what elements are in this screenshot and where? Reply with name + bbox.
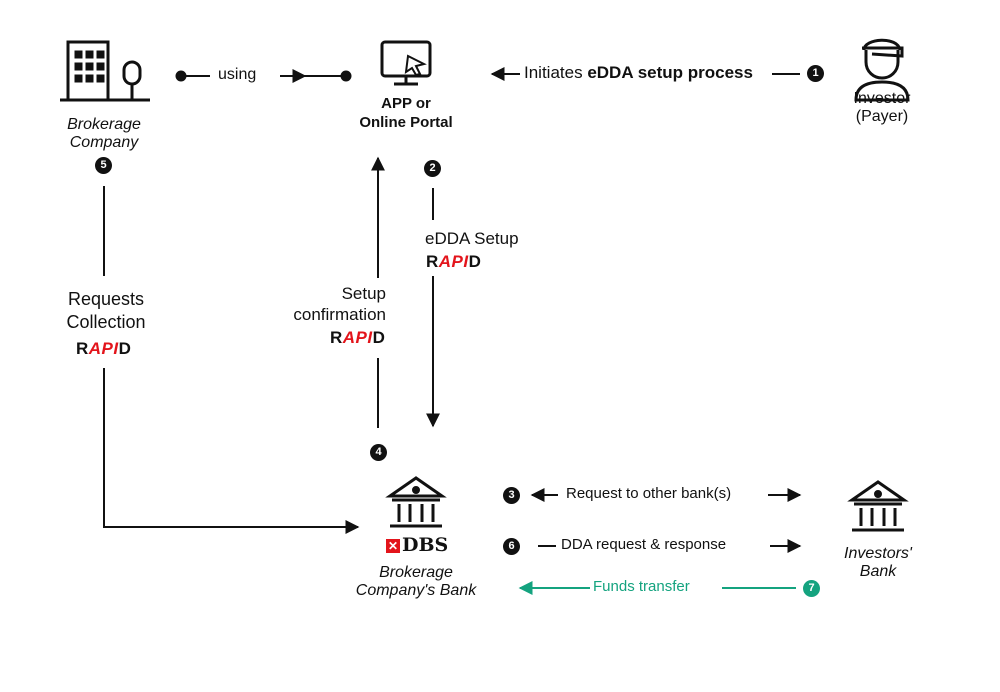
label-line: Requests	[67, 289, 145, 309]
rapid-api: API	[88, 339, 119, 358]
rapid-d: D	[468, 252, 482, 271]
dda-request-label: DDA request & response	[561, 536, 727, 553]
rapid-logo: RAPID	[330, 328, 385, 348]
person-icon	[854, 38, 910, 102]
funds-transfer-label: Funds transfer	[593, 578, 690, 595]
initiates-prefix: Initiates	[524, 63, 583, 82]
step-badge-2: 2	[424, 160, 441, 177]
request-other-bank-label: Request to other bank(s)	[566, 485, 732, 502]
rapid-r: R	[330, 328, 343, 347]
step-badge-1: 1	[807, 65, 824, 82]
requests-collection-connector	[103, 186, 360, 534]
rapid-api: API	[438, 252, 469, 271]
step-badge-7: 7	[803, 580, 820, 597]
rapid-logo: RAPID	[426, 252, 481, 272]
label-line: Brokerage	[67, 116, 141, 133]
label-line: Bank	[859, 563, 897, 580]
brokerage-company-label: Brokerage Company	[56, 116, 152, 152]
using-label: using	[218, 66, 257, 83]
dbs-star-icon: ✕	[386, 539, 400, 553]
label-line: (Payer)	[855, 108, 909, 125]
label-line: confirmation	[293, 305, 386, 324]
rapid-api: API	[342, 328, 373, 347]
rapid-logo: RAPID	[76, 339, 131, 359]
rapid-d: D	[372, 328, 386, 347]
label-line: Investor	[853, 90, 911, 107]
bank-icon	[847, 480, 909, 532]
label-line: Setup	[341, 284, 386, 303]
building-icon	[60, 40, 150, 102]
bank-icon	[385, 476, 447, 528]
step-badge-3: 3	[503, 487, 520, 504]
label-line: Online Portal	[359, 114, 453, 131]
label-line: APP or	[381, 95, 431, 112]
label-line: Brokerage	[379, 564, 453, 581]
investors-bank-label: Investors' Bank	[828, 545, 928, 581]
portal-label: APP or Online Portal	[346, 94, 466, 132]
label-line: Company	[69, 134, 139, 151]
label-line: Collection	[66, 312, 146, 332]
requests-collection-label: Requests Collection	[50, 288, 162, 334]
using-connector	[175, 69, 352, 83]
investor-label: Investor (Payer)	[840, 90, 924, 126]
rapid-r: R	[426, 252, 439, 271]
step-badge-5: 5	[95, 157, 112, 174]
edda-setup-label: eDDA Setup	[425, 229, 519, 248]
dbs-logo: ✕DBS	[386, 534, 448, 556]
label-line: Investors'	[844, 545, 912, 562]
monitor-icon	[380, 40, 432, 86]
step-badge-4: 4	[370, 444, 387, 461]
initiates-bold-text: eDDA setup process	[587, 63, 753, 82]
step-badge-6: 6	[503, 538, 520, 555]
initiates-label: Initiates eDDA setup process	[524, 63, 753, 83]
rapid-r: R	[76, 339, 89, 358]
label-line: Company's Bank	[355, 582, 477, 599]
rapid-d: D	[118, 339, 132, 358]
dbs-logo-text: DBS	[402, 534, 449, 556]
setup-confirmation-label: Setup confirmation	[290, 283, 386, 325]
brokerage-bank-label: Brokerage Company's Bank	[348, 564, 484, 600]
